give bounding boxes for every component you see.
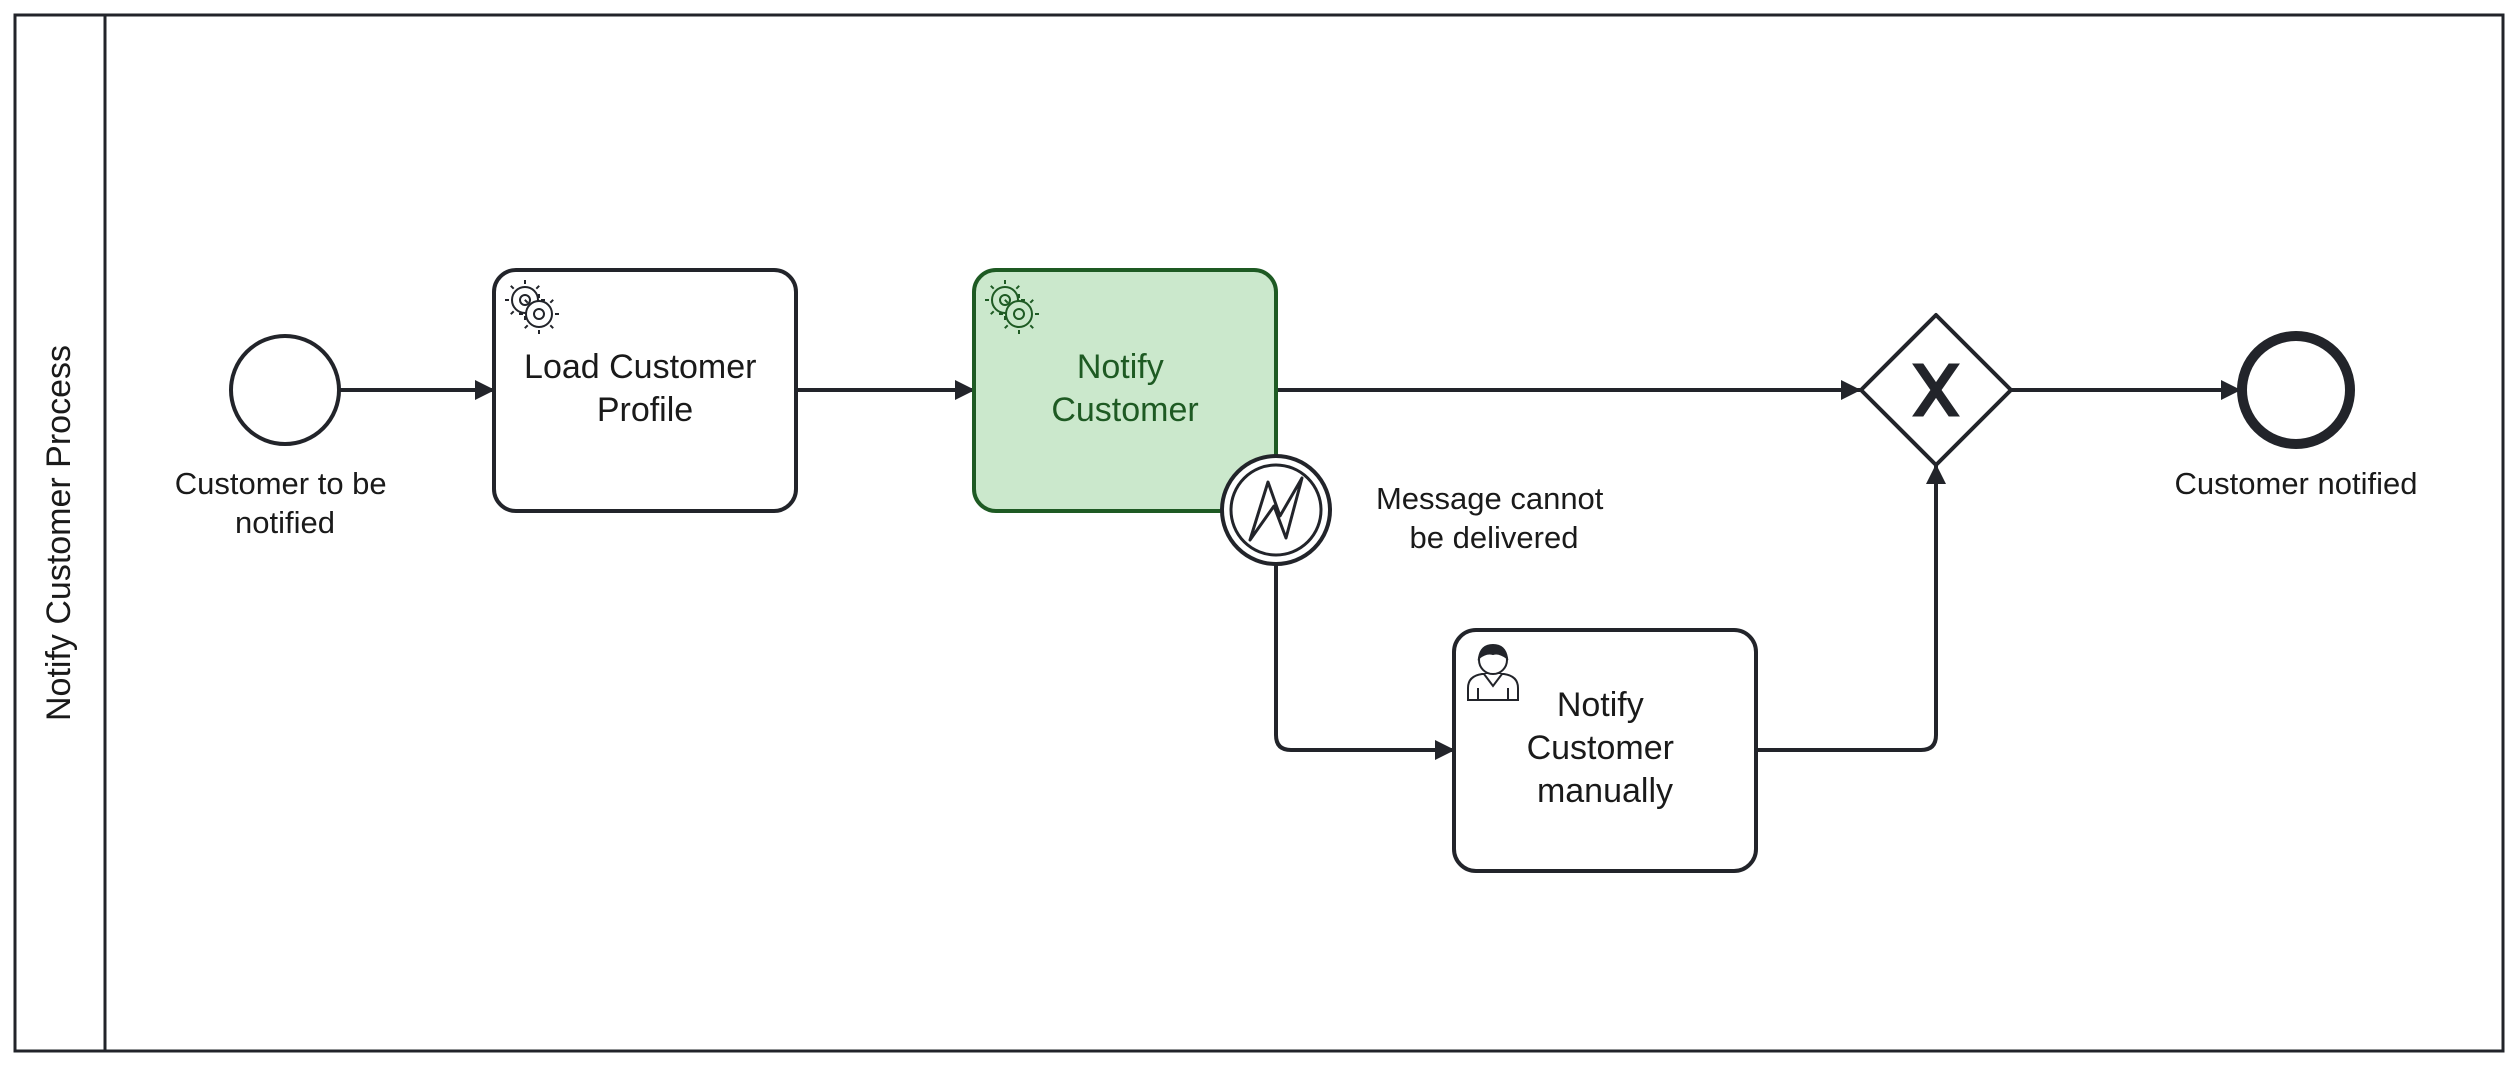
exclusive-gateway[interactable] <box>1859 313 2013 467</box>
task-notify-customer-label: Notify Customer <box>1051 348 1198 429</box>
end-event[interactable] <box>2237 331 2355 449</box>
gear-icon <box>505 280 559 334</box>
pool-label: Notify Customer Process <box>40 345 78 721</box>
task-notify-customer[interactable]: Notify Customer <box>972 268 1278 513</box>
x-icon <box>1912 363 1960 417</box>
gear-icon <box>985 280 1039 334</box>
lightning-icon <box>1248 476 1304 542</box>
task-load-customer-profile-label: Load Customer Profile <box>524 348 766 429</box>
task-notify-customer-manually-label: Notify Customer manually <box>1527 686 1684 810</box>
start-event[interactable] <box>229 334 341 446</box>
sequence-flows <box>340 380 2241 760</box>
user-icon <box>1467 643 1519 701</box>
task-notify-customer-manually[interactable]: Notify Customer manually <box>1452 628 1758 873</box>
flow-boundary-to-manual[interactable] <box>1274 565 1455 760</box>
task-load-customer-profile[interactable]: Load Customer Profile <box>492 268 798 513</box>
end-event-label: Customer notified <box>2175 466 2418 501</box>
error-boundary-event[interactable] <box>1220 454 1332 566</box>
flow-manual-to-gateway[interactable] <box>1756 464 1946 752</box>
error-boundary-event-label: Message cannot be delivered <box>1376 481 1612 555</box>
start-event-label: Customer to be notified <box>175 466 396 540</box>
